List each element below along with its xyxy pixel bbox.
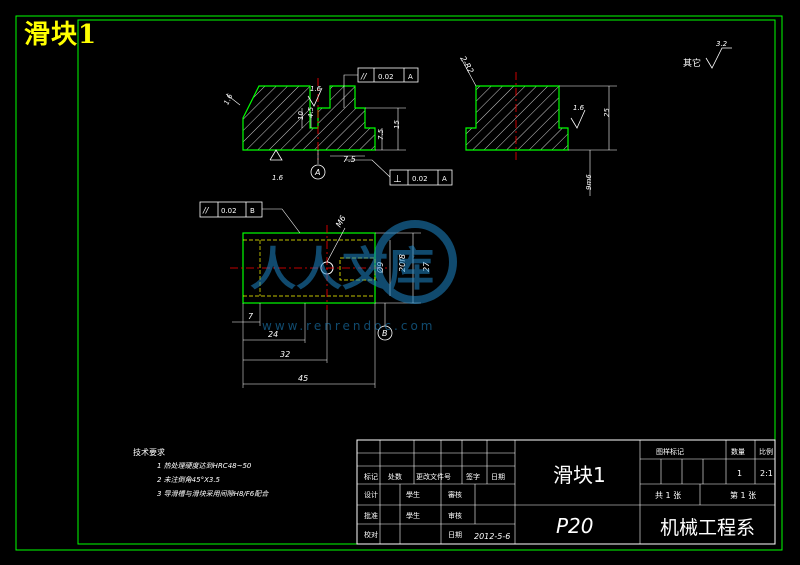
tech-req-item: 3 导滑槽与滑块采用间隙H8/F6配合 xyxy=(157,490,269,498)
title-block: 标记 处数 更改文件号 签字 日期 设计 學生 審核 批准 學生 审核 校对 日… xyxy=(356,439,776,545)
roughness-value: 1.6 xyxy=(310,85,322,93)
sheet-number: 第 1 张 xyxy=(730,490,756,500)
leader-line xyxy=(262,208,301,234)
watermark-url: www.renrendoc.com xyxy=(262,319,435,333)
outer-border xyxy=(15,15,783,551)
side-section-hatch xyxy=(465,85,569,151)
datum-a-label: A xyxy=(314,168,320,177)
dim-4-5: 4.5 xyxy=(307,106,315,118)
front-view: 1.6 1.6 1.6 // 0.02 A ⊥ 0.02 A A 10 4.5 … xyxy=(222,67,453,186)
row-student: 學生 xyxy=(406,511,420,520)
scale-label: 比例 xyxy=(759,447,773,456)
tech-req-item: 2 未注倒角45°X3.5 xyxy=(157,476,221,484)
leader-line xyxy=(345,159,391,178)
watermark: 人人文库 www.renrendoc.com xyxy=(250,220,457,333)
leader-line xyxy=(225,93,241,106)
thread-callout: M6 xyxy=(334,214,348,229)
part-name: 滑块1 xyxy=(553,463,606,487)
leader-line xyxy=(326,227,346,263)
datum-b-circle xyxy=(377,325,393,341)
fit-callout: 9m6 xyxy=(585,174,593,190)
tolerance-value: 0.02 xyxy=(378,73,394,81)
roughness-default-value: 3.2 xyxy=(716,40,728,48)
dim-25: 25 xyxy=(603,108,611,117)
roughness-mark xyxy=(269,149,283,161)
parallel-symbol: // xyxy=(202,206,210,215)
datum-ref: A xyxy=(408,73,413,81)
stage-mark-label: 图样标记 xyxy=(656,447,684,456)
dim-7-5: 7.5 xyxy=(377,128,385,140)
row-student: 學生 xyxy=(406,490,420,499)
datum-ref: A xyxy=(442,175,447,183)
col-doc: 更改文件号 xyxy=(416,472,451,481)
watermark-logo xyxy=(373,220,457,304)
dim-32: 32 xyxy=(280,350,290,359)
department: 机械工程系 xyxy=(660,517,755,539)
drawing-title: 滑块1 xyxy=(24,20,98,50)
row-check: 审核 xyxy=(448,511,462,520)
roughness-value: 1.6 xyxy=(573,104,585,112)
leader-line xyxy=(343,74,358,108)
dim-45: 45 xyxy=(298,374,308,383)
radius-callout: 2-R2 xyxy=(458,55,475,76)
row-process: 批准 xyxy=(364,511,378,520)
side-view: 2-R2 1.6 25 9m6 其它 3.2 xyxy=(458,40,732,196)
perpendicular-symbol: ⊥ xyxy=(393,174,402,185)
row-proof: 校对 xyxy=(364,530,378,539)
parallel-symbol: // xyxy=(360,72,368,81)
material-code: P20 xyxy=(556,514,594,538)
title-grid xyxy=(357,440,775,544)
row-check: 審核 xyxy=(448,490,462,499)
qty-label: 数量 xyxy=(731,447,745,456)
col-mark: 标记 xyxy=(364,472,378,481)
col-count: 处数 xyxy=(388,472,402,481)
roughness-mark xyxy=(307,87,323,107)
front-section-hatch xyxy=(242,85,376,151)
dim-7-5b: 7.5 xyxy=(343,155,356,164)
col-date: 日期 xyxy=(491,473,505,481)
technical-requirements: 技术要求 1 热处理硬度达到HRC48~50 2 未注倒角45°X3.5 3 导… xyxy=(133,447,269,498)
roughness-value: 1.6 xyxy=(272,174,284,182)
tolerance-value: 0.02 xyxy=(412,175,428,183)
roughness-note: 其它 xyxy=(683,57,701,69)
drawing-date: 2012-5-6 xyxy=(474,532,510,541)
tolerance-frame xyxy=(389,169,453,186)
watermark-brand: 人人文库 xyxy=(250,242,434,296)
row-design: 设计 xyxy=(364,490,378,499)
dim-10: 10 xyxy=(297,111,305,120)
roughness-mark xyxy=(570,109,586,129)
dim-24: 24 xyxy=(268,330,278,339)
dim-20f8: 20f8 xyxy=(398,254,407,272)
dim-15: 15 xyxy=(393,120,401,129)
roughness-default-mark xyxy=(705,47,732,69)
datum-a-circle xyxy=(310,164,326,180)
tolerance-value: 0.02 xyxy=(221,207,237,215)
sheets-total: 共 1 张 xyxy=(655,491,681,500)
dim-7: 7 xyxy=(248,312,254,321)
datum-ref: B xyxy=(250,207,255,215)
title-block-frame xyxy=(356,439,776,545)
row-date: 日期 xyxy=(448,531,462,539)
tech-req-item: 1 热处理硬度达到HRC48~50 xyxy=(157,462,252,470)
leader-line xyxy=(461,59,477,87)
tolerance-frame xyxy=(199,201,263,218)
roughness-value: 1.6 xyxy=(222,92,234,106)
col-sign: 签字 xyxy=(466,472,480,481)
dim-27: 27 xyxy=(422,261,431,272)
datum-b-label: B xyxy=(382,329,388,338)
tech-req-heading: 技术要求 xyxy=(133,447,165,457)
scale-value: 2:1 xyxy=(760,469,773,478)
qty-value: 1 xyxy=(737,469,742,478)
